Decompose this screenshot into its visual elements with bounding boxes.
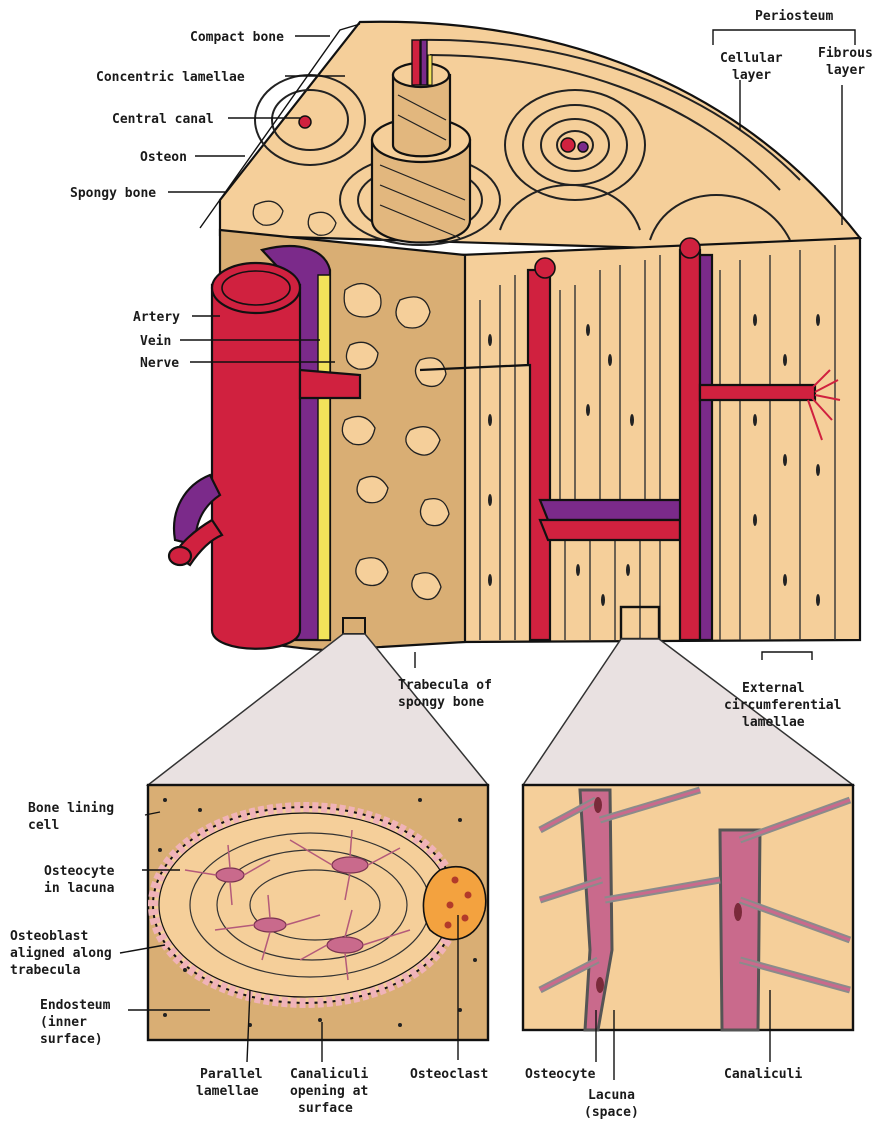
label-endosteum-1: Endosteum [40,998,111,1013]
label-osteocyte-in-lacuna-1: Osteocyte [44,864,115,879]
label-osteocyte: Osteocyte [525,1067,596,1082]
label-canaliculi: Canaliculi [724,1067,802,1082]
label-fibrous-layer-2: layer [826,63,865,78]
label-lacuna-2: (space) [584,1105,639,1120]
label-compact-bone: Compact bone [190,30,284,45]
label-concentric-lamellae: Concentric lamellae [96,70,245,85]
label-central-canal: Central canal [112,112,214,127]
label-osteoblast-2: aligned along [10,946,112,961]
nerve-vessel [318,275,330,640]
label-cellular-layer-1: Cellular [720,51,783,66]
central-canal-vessels-left [299,116,311,128]
label-parallel-lamellae-2: lamellae [196,1084,259,1099]
label-bone-lining-cell-1: Bone lining [28,801,114,816]
label-periosteum: Periosteum [755,9,833,24]
label-external-lamellae-1: External [742,681,805,696]
label-fibrous-layer-1: Fibrous [818,46,873,61]
label-bone-lining-cell-2: cell [28,818,59,833]
label-canaliculi-opening-1: Canaliculi [290,1067,368,1082]
label-external-lamellae-2: circumferential [724,698,841,713]
label-osteoblast-1: Osteoblast [10,929,88,944]
bone-block [169,22,860,650]
label-artery: Artery [133,310,180,325]
label-osteoblast-3: trabecula [10,963,81,978]
label-canaliculi-opening-2: opening at [290,1084,368,1099]
label-external-lamellae-3: lamellae [742,715,805,730]
label-endosteum-3: surface) [40,1032,103,1047]
label-osteon: Osteon [140,150,187,165]
label-osteocyte-in-lacuna-2: in lacuna [44,881,115,896]
label-trabecula-1: Trabecula of [398,678,492,693]
inset-spongy-trabecula [148,785,488,1040]
label-lacuna-1: Lacuna [588,1088,635,1103]
label-nerve: Nerve [140,356,179,371]
label-spongy-bone: Spongy bone [70,186,156,201]
label-trabecula-2: spongy bone [398,695,484,710]
label-cellular-layer-2: layer [732,68,771,83]
label-canaliculi-opening-3: surface [298,1101,353,1116]
inset-compact-osteocytes [523,785,853,1030]
label-parallel-lamellae-1: Parallel [200,1067,263,1082]
label-endosteum-2: (inner [40,1015,87,1030]
label-osteoclast: Osteoclast [410,1067,488,1082]
label-vein: Vein [140,334,171,349]
